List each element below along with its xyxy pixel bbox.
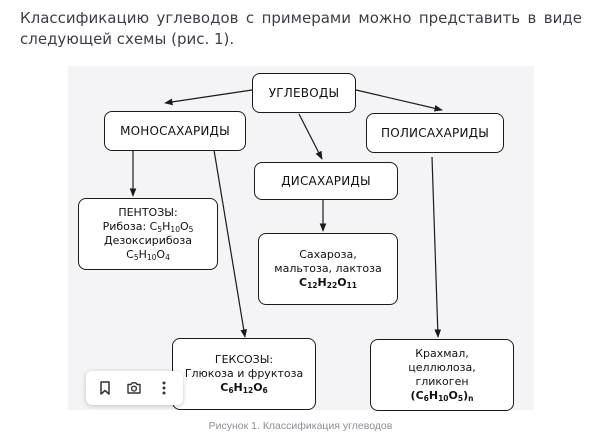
image-search-button[interactable] (121, 375, 147, 401)
disaccharides-title: ДИСАХАРИДЫ (281, 174, 371, 188)
figure-caption: Рисунок 1. Классификация углеводов (208, 420, 393, 432)
polysaccharides-box: ПОЛИСАХАРИДЫ (366, 113, 504, 153)
glucose-fructose-label: Глюкоза и фруктоза (184, 367, 304, 380)
intro-paragraph: Классификацию углеводов с примерами можн… (20, 9, 582, 48)
arrow-root-to-monosaccharides (164, 89, 253, 106)
ribose-label: Рибоза: (102, 220, 147, 233)
more-vertical-icon (162, 381, 166, 395)
pentoses-box: ПЕНТОЗЫ: Рибоза: C5H10O5 Дезоксирибоза C… (78, 198, 218, 270)
polysaccharide-formula: (C6H10O5)n (410, 389, 474, 403)
pentoses-title: ПЕНТОЗЫ: (118, 206, 178, 219)
polysaccharide-examples-box: Крахмал, целлюлоза, гликоген (C6H10O5)n (370, 339, 514, 411)
deoxyribose-label: Дезоксирибоза (103, 234, 193, 247)
monosaccharides-title: МОНОСАХАРИДЫ (120, 124, 230, 138)
carbohydrates-title: УГЛЕВОДЫ (268, 86, 340, 100)
arrow-mono-to-hexoses (213, 149, 248, 338)
cellulose-label: целлюлоза, (408, 361, 476, 374)
starch-label: Крахмал, (415, 347, 469, 360)
disaccharides-box: ДИСАХАРИДЫ (254, 162, 398, 200)
hexoses-box: ГЕКСОЗЫ: Глюкоза и фруктоза C6H12O6 (172, 338, 316, 410)
hexose-formula: C6H12O6 (220, 381, 268, 395)
polysaccharides-title: ПОЛИСАХАРИДЫ (380, 126, 490, 140)
arrow-root-to-polysaccharides (355, 89, 443, 112)
arrow-poly-to-examples (431, 156, 442, 338)
image-toolbar (86, 371, 183, 405)
monosaccharides-box: МОНОСАХАРИДЫ (104, 111, 246, 151)
carbohydrates-box: УГЛЕВОДЫ (252, 73, 356, 113)
ribose-line: Рибоза: C5H10O5 (103, 220, 194, 234)
hexoses-title: ГЕКСОЗЫ: (214, 353, 274, 366)
camera-search-icon (127, 382, 142, 394)
maltose-lactose-label: мальтоза, лактоза (274, 262, 382, 275)
bookmark-icon (100, 381, 110, 395)
ribose-formula: C5H10O5 (149, 220, 194, 234)
sucrose-label: Сахароза, (299, 248, 357, 261)
disaccharide-formula: C12H22O11 (299, 276, 357, 290)
bookmark-button[interactable] (92, 375, 118, 401)
disaccharide-examples-box: Сахароза, мальтоза, лактоза C12H22O11 (258, 233, 398, 305)
arrow-root-to-disaccharides (298, 113, 323, 160)
glycogen-label: гликоген (415, 375, 469, 388)
deoxyribose-formula: C5H10O4 (126, 248, 170, 262)
more-options-button[interactable] (151, 375, 177, 401)
